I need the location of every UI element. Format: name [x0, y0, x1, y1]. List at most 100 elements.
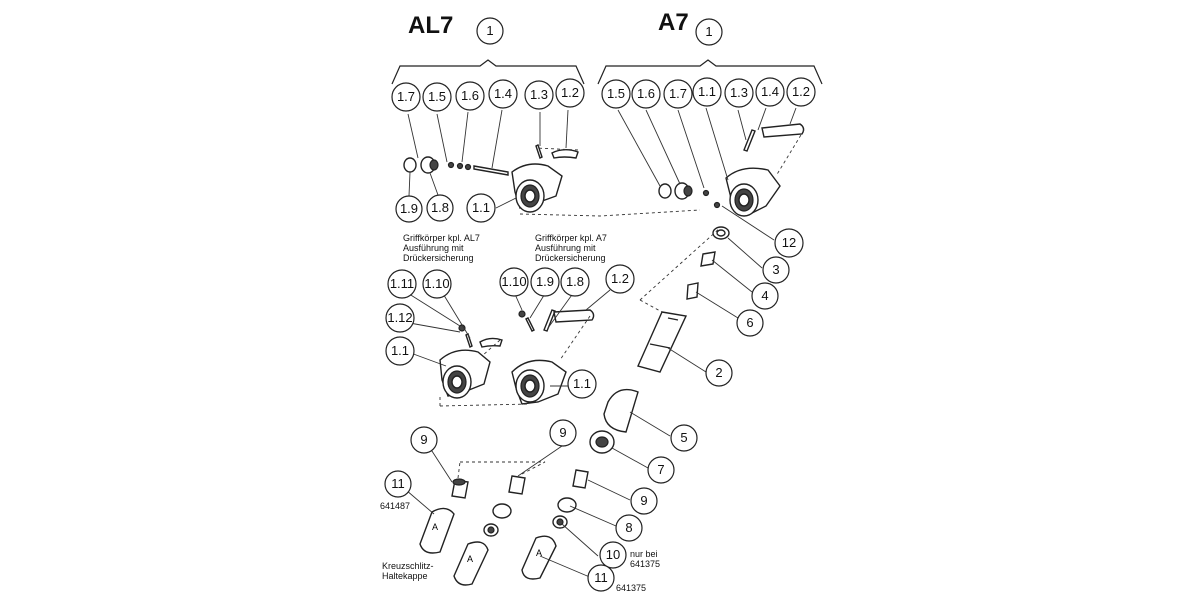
callout-al7-11: 1.1 [466, 193, 496, 223]
callout-right-7: 7 [647, 456, 675, 484]
svg-text:A: A [432, 522, 438, 532]
callout-label: 1.5 [607, 86, 625, 101]
callout-right-3: 3 [762, 256, 790, 284]
note-line: Griffkörper kpl. A7 [535, 233, 607, 243]
callout-left-110: 1.10 [422, 269, 452, 299]
callout-right-9: 9 [630, 487, 658, 515]
callout-al7-18: 1.8 [426, 194, 454, 222]
callout-label: 1.1 [698, 84, 716, 99]
callout-left-11: 1.1 [385, 336, 415, 366]
callout-a7-11: 1.1 [692, 77, 722, 107]
callout-right-8: 8 [615, 514, 643, 542]
callout-left-9: 9 [410, 426, 438, 454]
callout-right-11: 11 [587, 564, 615, 592]
callout-label: 1.8 [431, 200, 449, 215]
callout-left-112: 1.12 [385, 303, 415, 333]
callout-label: 1.1 [573, 376, 591, 391]
callout-right-2: 2 [705, 359, 733, 387]
callout-right-5: 5 [670, 424, 698, 452]
callout-label: 5 [680, 430, 687, 445]
callout-a7-13: 1.3 [724, 78, 754, 108]
bracket-al7 [391, 59, 585, 85]
a7-shaft-parts [589, 226, 730, 454]
part-number-2: 641375 [616, 583, 646, 593]
callout-label: 1.1 [391, 343, 409, 358]
note-a7-body: Griffkörper kpl. A7 Ausführung mit Drück… [535, 233, 607, 263]
callout-label: 1.7 [669, 86, 687, 101]
callout-label: 1.6 [637, 86, 655, 101]
callout-label: 11 [391, 476, 405, 491]
callout-al7-12: 1.2 [555, 78, 585, 108]
callout-al7-16: 1.6 [455, 81, 485, 111]
callout-label: 9 [559, 425, 566, 440]
callout-label: 1.4 [761, 84, 779, 99]
callout-label: 9 [640, 493, 647, 508]
note-cap: Kreuzschlitz- Haltekappe [382, 561, 434, 581]
callout-label: 12 [782, 235, 796, 250]
callout-al7-13: 1.3 [524, 80, 554, 110]
title-a7: A7 [658, 9, 689, 36]
assembly-lines [439, 129, 805, 479]
callout-al7-1: 1 [476, 17, 504, 45]
note-line: Kreuzschlitz- [382, 561, 434, 571]
callout-center-9: 9 [549, 419, 577, 447]
note-line: 641375 [630, 559, 660, 569]
callout-a7-16: 1.6 [631, 79, 661, 109]
callout-label: 2 [715, 365, 722, 380]
note-al7-body: Griffkörper kpl. AL7 Ausführung mit Drüc… [403, 233, 480, 263]
callout-al7-14: 1.4 [488, 79, 518, 109]
callout-al7-19: 1.9 [395, 195, 423, 223]
note-line: Griffkörper kpl. AL7 [403, 233, 480, 243]
callout-center-12: 1.2 [605, 264, 635, 294]
note-line: Haltekappe [382, 571, 428, 581]
callout-label: 1.9 [400, 201, 418, 216]
callout-center-18: 1.8 [560, 267, 590, 297]
callout-label: 4 [761, 288, 768, 303]
callout-label: 1.7 [397, 89, 415, 104]
a7-top-parts [658, 123, 805, 217]
callout-label: 1.2 [611, 271, 629, 286]
note-only-for: nur bei 641375 [630, 549, 660, 569]
note-line: Drückersicherung [403, 253, 474, 263]
callout-label: 1.1 [472, 200, 490, 215]
callout-label: 1 [705, 24, 712, 39]
callout-label: 1 [486, 23, 493, 38]
svg-text:A: A [536, 548, 542, 558]
callout-label: 1.2 [561, 85, 579, 100]
note-line: nur bei [630, 549, 658, 559]
callout-a7-14: 1.4 [755, 77, 785, 107]
callout-label: 1.3 [730, 85, 748, 100]
left-middle-parts [439, 324, 503, 399]
center-middle-parts [511, 309, 595, 405]
callout-al7-15: 1.5 [422, 82, 452, 112]
callout-a7-12: 1.2 [786, 77, 816, 107]
callout-label: 1.8 [566, 274, 584, 289]
callout-center-110: 1.10 [499, 267, 529, 297]
callout-label: 8 [625, 520, 632, 535]
callout-right-12: 12 [774, 228, 804, 258]
callout-center-19: 1.9 [530, 267, 560, 297]
note-line: Ausführung mit [403, 243, 464, 253]
part-number-1: 641487 [380, 501, 410, 511]
al7-top-parts [403, 144, 579, 213]
callout-label: 1.2 [792, 84, 810, 99]
svg-text:A: A [467, 554, 473, 564]
bracket-a7 [597, 59, 823, 85]
callout-label: 11 [594, 570, 608, 585]
callout-label: 1.11 [390, 276, 414, 291]
callout-label: 1.6 [461, 88, 479, 103]
note-line: Drückersicherung [535, 253, 606, 263]
callout-al7-17: 1.7 [391, 82, 421, 112]
note-line: Ausführung mit [535, 243, 596, 253]
callout-center-11: 1.1 [567, 369, 597, 399]
callout-label: 9 [420, 432, 427, 447]
callout-a7-17: 1.7 [663, 79, 693, 109]
callout-label: 6 [746, 315, 753, 330]
callout-label: 3 [772, 262, 779, 277]
callout-right-4: 4 [751, 282, 779, 310]
bottom-parts: A A A [419, 469, 589, 586]
callout-label: 1.10 [424, 276, 449, 291]
callout-label: 10 [606, 547, 620, 562]
callout-a7-1: 1 [695, 18, 723, 46]
